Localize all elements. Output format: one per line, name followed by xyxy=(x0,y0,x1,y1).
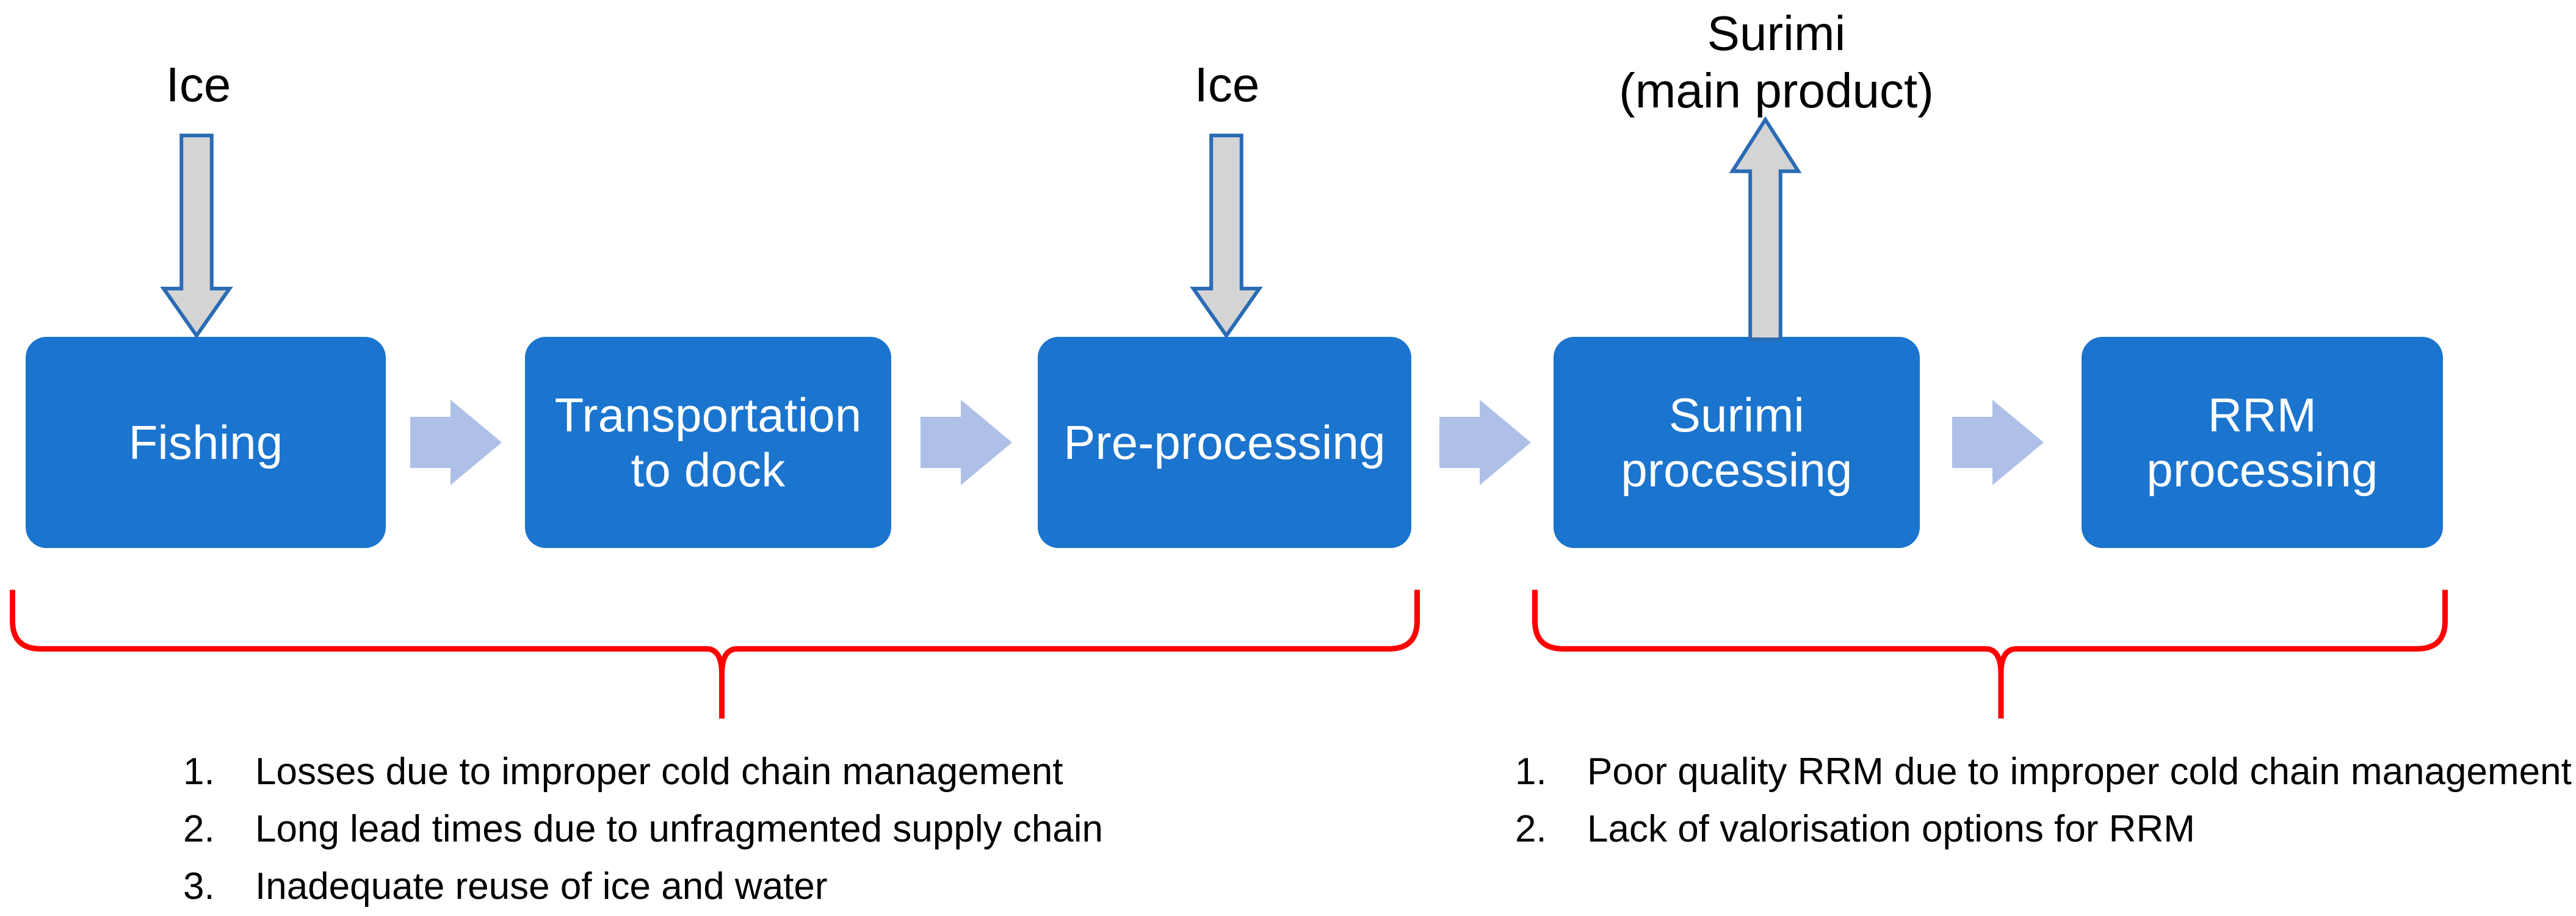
connector-arrow-surimi-to-rrm xyxy=(1952,400,2044,485)
list-item: 1. Losses due to improper cold chain mana… xyxy=(183,743,1103,801)
issue-number: 1. xyxy=(1515,751,1547,793)
process-box-label: Surimi processing xyxy=(1621,388,1853,497)
io-arrow-surimi-main-product xyxy=(1729,116,1802,341)
process-box-label: Transportation to dock xyxy=(554,388,862,497)
io-arrow-ice-into-fishing xyxy=(160,134,233,339)
list-item: 3. Inadequate reuse of ice and water xyxy=(183,858,1103,915)
issue-text: Losses due to improper cold chain manage… xyxy=(255,751,1063,793)
connector-arrow-fishing-to-transport xyxy=(410,400,502,485)
issue-number: 2. xyxy=(1515,808,1547,851)
brace-downstream-brace xyxy=(1532,587,2448,721)
brace-upstream-brace xyxy=(10,587,1420,721)
process-box-label: Pre-processing xyxy=(1063,415,1386,469)
issue-list-downstream-issues: 1. Poor quality RRM due to improper cold … xyxy=(1515,743,2572,858)
process-box-surimi-proc[interactable]: Surimi processing xyxy=(1554,337,1920,548)
io-arrow-ice-into-preprocessing xyxy=(1190,134,1263,339)
issue-number: 2. xyxy=(183,808,215,851)
issue-text: Lack of valorisation options for RRM xyxy=(1587,808,2195,851)
connector-arrow-transport-to-preprocessing xyxy=(921,400,1012,485)
issue-text: Long lead times due to unfragmented supp… xyxy=(255,808,1104,851)
process-box-transport[interactable]: Transportation to dock xyxy=(525,337,891,548)
list-item: 2. Long lead times due to unfragmented su… xyxy=(183,801,1103,858)
list-item: 1. Poor quality RRM due to improper cold … xyxy=(1515,743,2572,801)
issue-text: Poor quality RRM due to improper cold ch… xyxy=(1587,751,2572,793)
process-box-rrm-proc[interactable]: RRM processing xyxy=(2082,337,2443,548)
io-label-surimi-main-product: Surimi (main product) xyxy=(1619,6,1934,118)
io-label-ice-into-fishing: Ice xyxy=(165,57,231,112)
process-box-label: RRM processing xyxy=(2146,388,2378,497)
issue-number: 3. xyxy=(183,865,215,908)
process-box-label: Fishing xyxy=(128,415,283,469)
process-box-preprocessing[interactable]: Pre-processing xyxy=(1038,337,1411,548)
io-label-ice-into-preprocessing: Ice xyxy=(1194,57,1260,112)
issue-text: Inadequate reuse of ice and water xyxy=(255,865,828,908)
issue-number: 1. xyxy=(183,751,215,793)
issue-list-upstream-issues: 1. Losses due to improper cold chain mana… xyxy=(183,743,1103,916)
process-box-fishing[interactable]: Fishing xyxy=(26,337,386,548)
connector-arrow-preprocessing-to-surimi xyxy=(1439,400,1531,485)
list-item: 2. Lack of valorisation options for RRM xyxy=(1515,801,2572,858)
